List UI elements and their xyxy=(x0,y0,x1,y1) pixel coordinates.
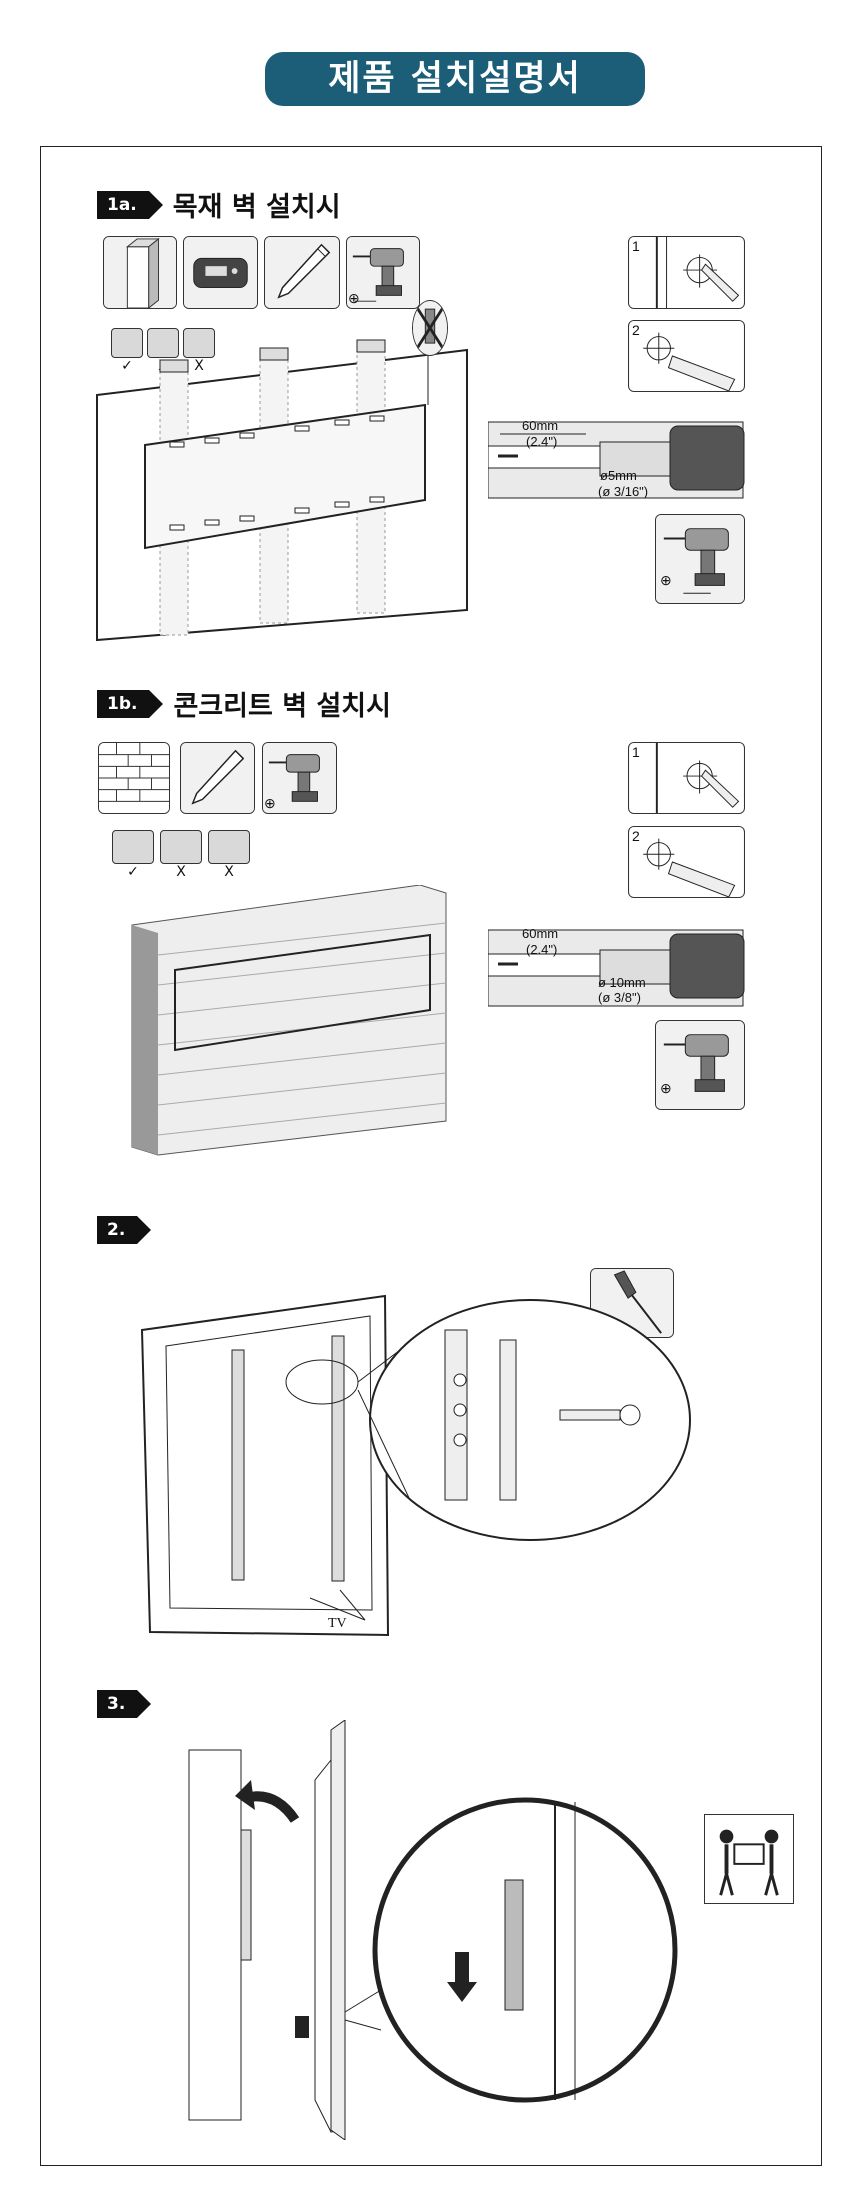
tv-label: TV xyxy=(328,1616,347,1631)
level-no-mark: X xyxy=(176,864,186,880)
step-2-header: 2. xyxy=(97,1216,152,1244)
drill-hole-panel xyxy=(628,826,745,898)
level-tilt-left-icon: X xyxy=(160,830,202,879)
pencil-icon xyxy=(180,742,255,814)
level-tilt-right-icon: X xyxy=(208,830,250,879)
substep-2-number: 2 xyxy=(632,322,640,338)
drill-icon xyxy=(262,742,337,814)
level-tilt-right-icon: X xyxy=(183,328,215,373)
level-ok-mark: ✓ xyxy=(121,358,133,374)
drill-depth-diagram-concrete xyxy=(488,929,745,1007)
drill-diameter-inch-label: (ø 3/16") xyxy=(598,484,649,499)
level-straight-icon: ✓ xyxy=(111,328,143,373)
pencil-icon xyxy=(264,236,340,309)
brick-wall-illustration xyxy=(131,885,447,1156)
step-1b-title: 콘크리트 벽 설치시 xyxy=(173,691,391,722)
drill-icon xyxy=(655,1020,745,1110)
tv-bracket-attach-illustration xyxy=(140,1294,691,1637)
drill-diameter-label: ø 10mm xyxy=(598,975,646,990)
step-3-badge: 3. xyxy=(97,1690,152,1718)
step-1a-header: 1a. 목재 벽 설치시 xyxy=(97,185,341,224)
drill-icon xyxy=(655,514,745,604)
drill-depth-inch-label: (2.4") xyxy=(526,942,558,957)
no-drywall-anchor-icon xyxy=(412,300,448,356)
level-straight-icon: ✓ xyxy=(112,830,154,879)
wood-wall-illustration xyxy=(96,320,468,642)
phillips-symbol: ⊕ xyxy=(660,572,672,588)
page-title: 제품 설치설명서 xyxy=(265,52,645,106)
two-person-lift-icon xyxy=(704,1814,794,1904)
phillips-symbol: ⊕ xyxy=(660,1080,672,1096)
level-no-mark: X xyxy=(194,358,204,374)
step-1a-title: 목재 벽 설치시 xyxy=(172,192,341,223)
substep-1-number: 1 xyxy=(632,238,640,254)
level-no-mark: X xyxy=(224,864,234,880)
step-1b-badge: 1b. xyxy=(97,689,165,718)
drill-depth-inch-label: (2.4") xyxy=(526,434,558,449)
level-ok-mark: ✓ xyxy=(127,864,139,880)
drill-hole-panel xyxy=(628,320,745,392)
brick-wall-icon xyxy=(98,742,170,814)
drill-diameter-inch-label: (ø 3/8") xyxy=(598,990,641,1005)
step-2-badge: 2. xyxy=(97,1216,152,1244)
substep-1-number: 1 xyxy=(632,744,640,760)
phillips-symbol: ⊕ xyxy=(348,290,360,306)
drill-diameter-label: ø5mm xyxy=(600,468,637,483)
phillips-symbol: ⊕ xyxy=(264,795,276,811)
hang-tv-illustration xyxy=(188,1720,678,2140)
mark-hole-panel xyxy=(628,742,745,814)
drill-depth-diagram-wood xyxy=(488,421,745,499)
stud-finder-icon xyxy=(183,236,258,309)
mark-hole-panel xyxy=(628,236,745,309)
instruction-frame xyxy=(40,146,822,2166)
drill-depth-label: 60mm xyxy=(522,418,559,433)
step-1a-badge: 1a. xyxy=(97,190,163,219)
step-3-header: 3. xyxy=(97,1690,152,1718)
substep-2-number: 2 xyxy=(632,828,640,844)
drill-icon xyxy=(346,236,420,309)
wood-stud-icon xyxy=(103,236,177,309)
step-1b-header: 1b. 콘크리트 벽 설치시 xyxy=(97,684,391,723)
drill-depth-label: 60mm xyxy=(522,926,559,941)
